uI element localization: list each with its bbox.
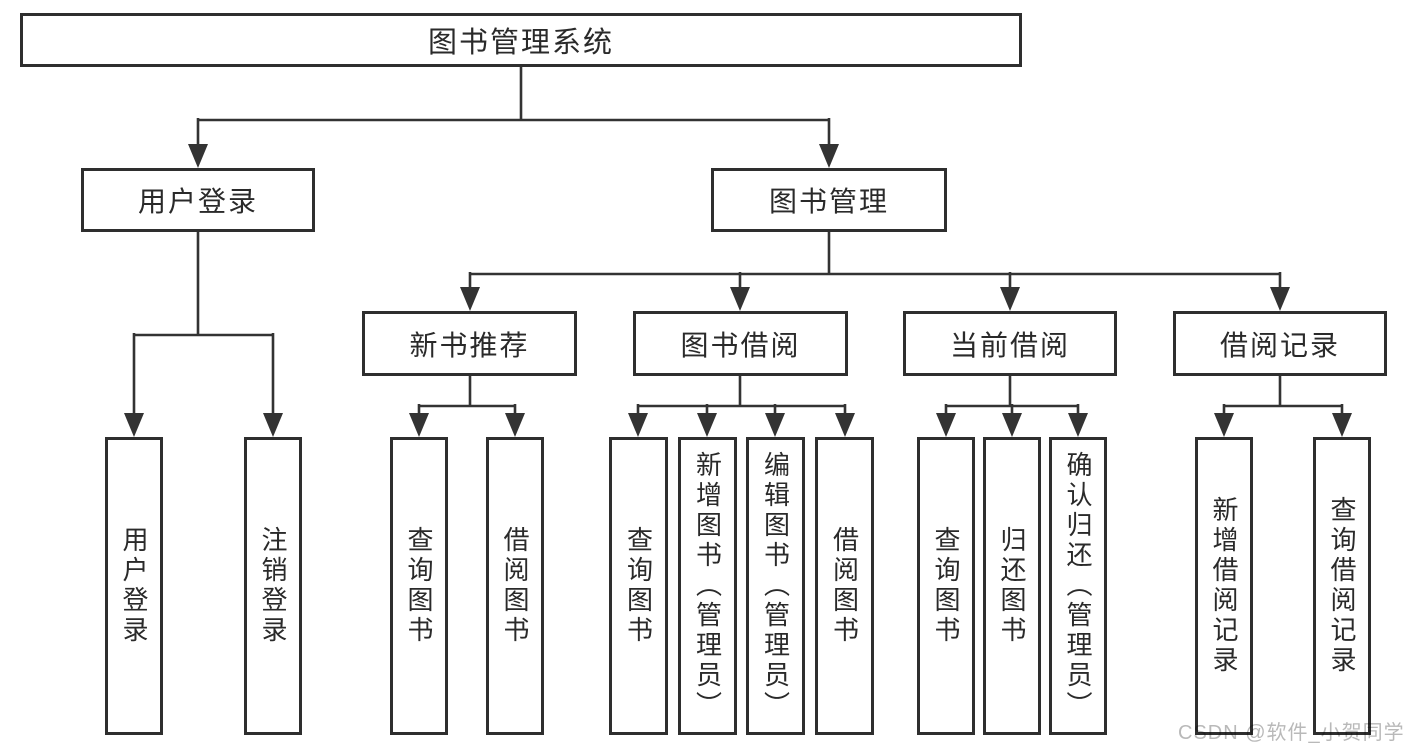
node-new-book-recommend: 新书推荐 <box>362 311 577 376</box>
leaf-query-books-current: 查询图书 <box>917 437 975 735</box>
node-borrow-records: 借阅记录 <box>1173 311 1387 376</box>
leaf-label: 新增借阅记录 <box>1209 496 1239 676</box>
node-library-system: 图书管理系统 <box>20 13 1022 67</box>
node-label: 图书管理 <box>768 186 889 217</box>
leaf-label: 确认归还（管理员） <box>1063 451 1093 721</box>
arrow-icon <box>263 413 283 437</box>
arrow-icon <box>1000 287 1020 311</box>
csdn-watermark: CSDN @软件_小贺同学 <box>1178 722 1405 744</box>
arrow-icon <box>409 413 429 437</box>
leaf-query-books-recommend: 查询图书 <box>390 437 448 735</box>
node-label: 图书借阅 <box>680 329 801 361</box>
node-label: 图书管理系统 <box>427 27 614 59</box>
arrowheads <box>124 144 1352 437</box>
node-book-borrow: 图书借阅 <box>633 311 848 376</box>
node-user-login: 用户登录 <box>81 168 315 232</box>
node-label: 用户登录 <box>137 186 258 217</box>
node-book-management: 图书管理 <box>711 168 947 232</box>
arrow-icon <box>697 413 717 437</box>
leaf-add-book-admin: 新增图书（管理员） <box>678 437 737 735</box>
arrow-icon <box>1068 413 1088 437</box>
arrow-icon <box>188 144 208 168</box>
arrow-icon <box>819 144 839 168</box>
leaf-user-login: 用户登录 <box>105 437 163 735</box>
leaf-label: 查询图书 <box>404 526 434 646</box>
arrow-icon <box>1002 413 1022 437</box>
leaf-label: 编辑图书（管理员） <box>760 451 791 721</box>
arrow-icon <box>936 413 956 437</box>
leaf-confirm-return-admin: 确认归还（管理员） <box>1049 437 1107 735</box>
leaf-edit-book-admin: 编辑图书（管理员） <box>746 437 805 735</box>
node-label: 借阅记录 <box>1219 329 1340 361</box>
leaf-label: 新增图书（管理员） <box>692 451 723 721</box>
leaf-label: 查询借阅记录 <box>1327 496 1357 676</box>
arrow-icon <box>1270 287 1290 311</box>
node-label: 当前借阅 <box>949 329 1070 361</box>
leaf-label: 借阅图书 <box>500 526 530 646</box>
leaf-borrow-books-recommend: 借阅图书 <box>486 437 544 735</box>
leaf-logout: 注销登录 <box>244 437 302 735</box>
leaf-query-borrow-record: 查询借阅记录 <box>1313 437 1371 735</box>
node-label: 新书推荐 <box>409 329 530 361</box>
leaf-label: 查询图书 <box>623 526 654 646</box>
arrow-icon <box>1214 413 1234 437</box>
connector-current-borrow <box>944 376 1080 415</box>
leaf-return-books: 归还图书 <box>983 437 1041 735</box>
leaf-add-borrow-record: 新增借阅记录 <box>1195 437 1253 735</box>
leaf-label: 借阅图书 <box>829 526 860 646</box>
leaf-label: 用户登录 <box>119 526 149 646</box>
arrow-icon <box>835 413 855 437</box>
leaf-query-books-borrow: 查询图书 <box>609 437 668 735</box>
arrow-icon <box>730 287 750 311</box>
connector-book-mgmt <box>468 232 1282 289</box>
connector-borrow-records <box>1222 376 1344 415</box>
connector-root <box>196 67 831 146</box>
arrow-icon <box>124 413 144 437</box>
leaf-borrow-books: 借阅图书 <box>815 437 874 735</box>
arrow-icon <box>1332 413 1352 437</box>
connector-new-book-recommend <box>417 376 517 415</box>
arrow-icon <box>460 287 480 311</box>
node-current-borrow: 当前借阅 <box>903 311 1117 376</box>
arrow-icon <box>765 413 785 437</box>
leaf-label: 归还图书 <box>997 526 1027 646</box>
leaf-label: 注销登录 <box>258 526 288 646</box>
leaf-label: 查询图书 <box>931 526 961 646</box>
connector-book-borrow <box>636 376 847 415</box>
arrow-icon <box>628 413 648 437</box>
arrow-icon <box>505 413 525 437</box>
connector-user-login <box>132 232 275 415</box>
